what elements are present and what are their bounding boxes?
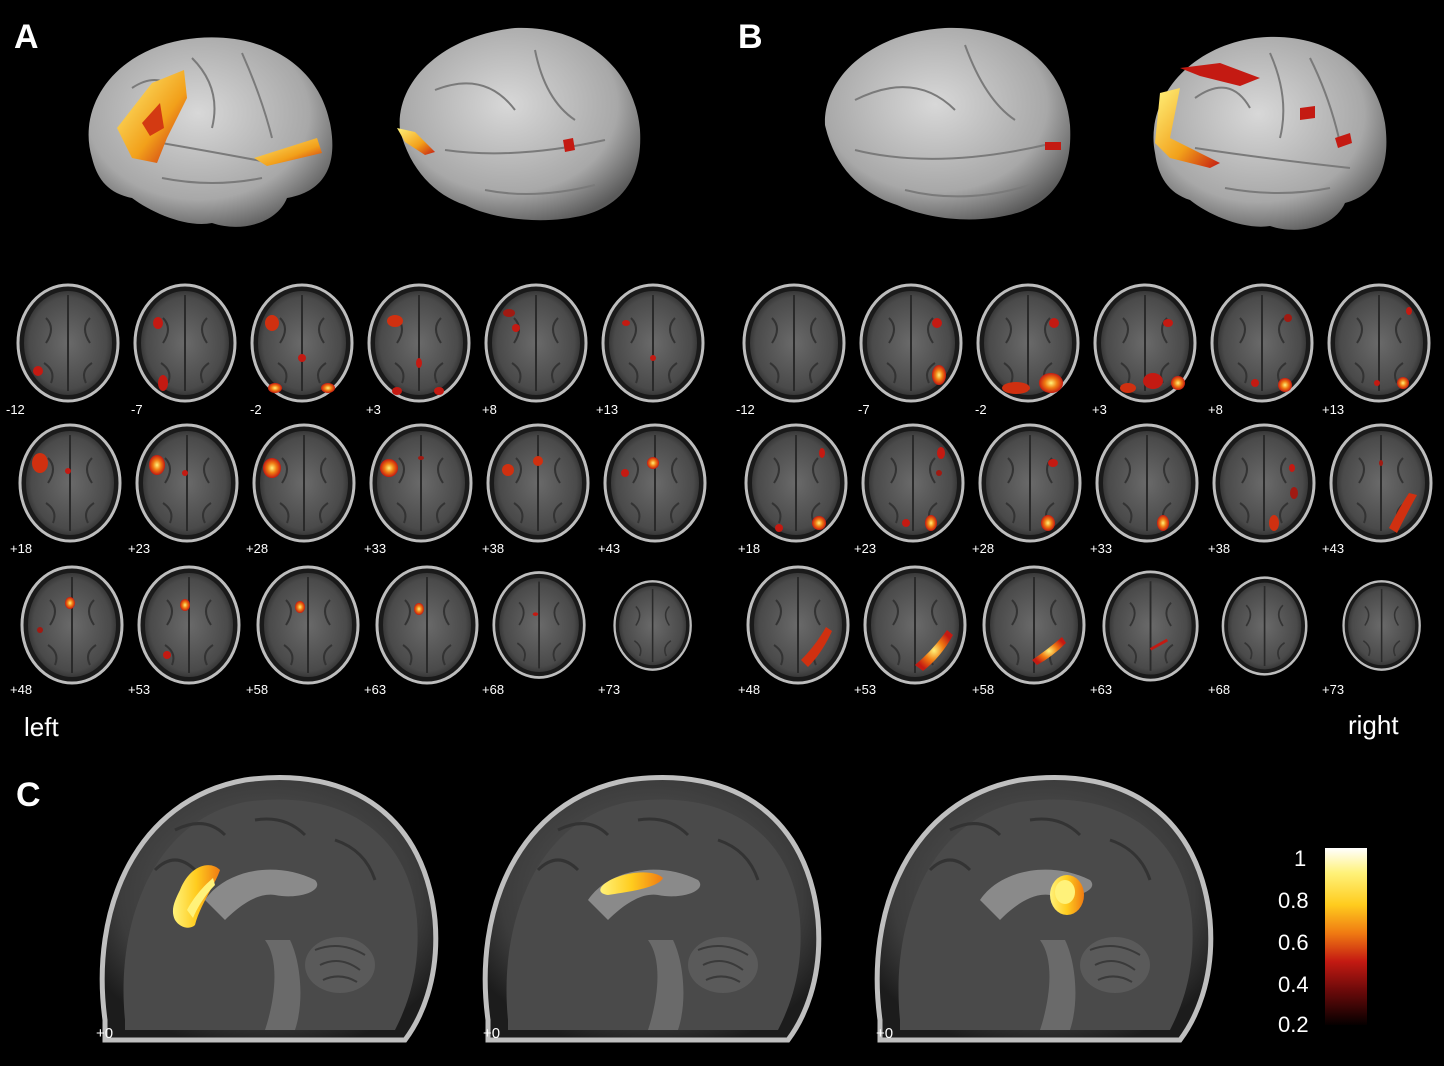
axial-slice xyxy=(137,565,241,685)
slice-label: +58 xyxy=(972,682,995,697)
slice-label: +63 xyxy=(364,682,387,697)
axial-slice xyxy=(1327,283,1431,403)
slice-label: +18 xyxy=(738,541,761,556)
panel-label-a: A xyxy=(14,18,39,56)
colorbar-tick: 0.6 xyxy=(1278,930,1309,955)
brain-render-a-left xyxy=(88,37,333,227)
slice-label: +53 xyxy=(854,682,877,697)
slice-label: +23 xyxy=(128,541,151,556)
axial-slice xyxy=(744,423,848,543)
axial-slice xyxy=(135,423,239,543)
axial-slice xyxy=(252,423,356,543)
axial-slice xyxy=(1329,423,1433,543)
slice-label: -2 xyxy=(975,402,987,417)
slice-label: +73 xyxy=(1322,682,1345,697)
slice-label: +43 xyxy=(598,541,621,556)
slice-label: +33 xyxy=(364,541,387,556)
slice-label: +53 xyxy=(128,682,151,697)
axial-slice xyxy=(1212,423,1316,543)
sagittal-label-3: +0 xyxy=(876,1025,894,1042)
axial-slice xyxy=(1093,283,1197,403)
side-label-left: left xyxy=(24,712,59,742)
slice-label: -7 xyxy=(858,402,870,417)
axial-slice xyxy=(375,565,479,685)
panel-label-c: C xyxy=(16,776,41,814)
axial-slice xyxy=(492,571,586,679)
axial-slice xyxy=(1095,423,1199,543)
slice-label: +38 xyxy=(482,541,505,556)
axial-slice xyxy=(369,423,473,543)
slice-label: -12 xyxy=(6,402,25,417)
slice-label: +68 xyxy=(482,682,505,697)
colorbar-tick: 0.2 xyxy=(1278,1012,1309,1037)
slice-label: +23 xyxy=(854,541,877,556)
axial-slice xyxy=(746,565,850,685)
sagittal-slice-3 xyxy=(870,760,1220,1045)
colorbar-tick: 1 xyxy=(1294,846,1307,871)
axial-slice xyxy=(250,283,354,403)
slice-label: +48 xyxy=(10,682,33,697)
slice-label: +28 xyxy=(972,541,995,556)
slice-label: +28 xyxy=(246,541,269,556)
slice-label: +33 xyxy=(1090,541,1113,556)
slice-label: +8 xyxy=(1208,402,1223,417)
slice-label: +68 xyxy=(1208,682,1231,697)
sagittal-label-1: +0 xyxy=(96,1025,114,1042)
axial-slice xyxy=(18,423,122,543)
colorbar-tick: 0.8 xyxy=(1278,888,1309,913)
slice-label: +38 xyxy=(1208,541,1231,556)
slice-label: +63 xyxy=(1090,682,1113,697)
brain-render-b-right xyxy=(1153,36,1387,230)
slice-label: +48 xyxy=(738,682,761,697)
sagittal-slice-2 xyxy=(478,760,828,1045)
axial-slice xyxy=(367,283,471,403)
axial-slice xyxy=(978,423,1082,543)
axial-slice xyxy=(742,283,846,403)
sagittal-label-2: +0 xyxy=(483,1025,501,1042)
brain-render-b-left xyxy=(824,27,1071,220)
panel-label-b: B xyxy=(738,18,763,56)
axial-slice xyxy=(859,283,963,403)
slice-label: -7 xyxy=(131,402,143,417)
side-label-right: right xyxy=(1348,710,1399,740)
axial-slice xyxy=(1210,283,1314,403)
colorbar xyxy=(1325,848,1367,1025)
axial-slice xyxy=(976,283,1080,403)
slice-label: +18 xyxy=(10,541,33,556)
axial-slice xyxy=(16,283,120,403)
colorbar-tick: 0.4 xyxy=(1278,972,1309,997)
axial-slice xyxy=(1102,570,1199,682)
axial-slice xyxy=(486,423,590,543)
slice-label: +13 xyxy=(1322,402,1345,417)
slice-label: +3 xyxy=(1092,402,1107,417)
axial-slice xyxy=(256,565,360,685)
sagittal-slice-1 xyxy=(95,760,445,1045)
slice-label: +8 xyxy=(482,402,497,417)
axial-slice xyxy=(603,423,707,543)
brain-render-a-right xyxy=(397,27,641,221)
slice-label: -2 xyxy=(250,402,262,417)
slice-label: +13 xyxy=(596,402,619,417)
axial-slice xyxy=(863,565,967,685)
slice-label: -12 xyxy=(736,402,755,417)
slice-label: +58 xyxy=(246,682,269,697)
axial-slice xyxy=(1342,580,1421,671)
axial-slice xyxy=(484,283,588,403)
axial-slice xyxy=(601,283,705,403)
axial-slice xyxy=(982,565,1086,685)
slice-label: +43 xyxy=(1322,541,1345,556)
slice-label: +3 xyxy=(366,402,381,417)
axial-slice xyxy=(613,580,692,671)
slice-label: +73 xyxy=(598,682,621,697)
axial-slice xyxy=(861,423,965,543)
axial-slice xyxy=(20,565,124,685)
axial-slice xyxy=(1221,576,1308,676)
axial-slice xyxy=(133,283,237,403)
